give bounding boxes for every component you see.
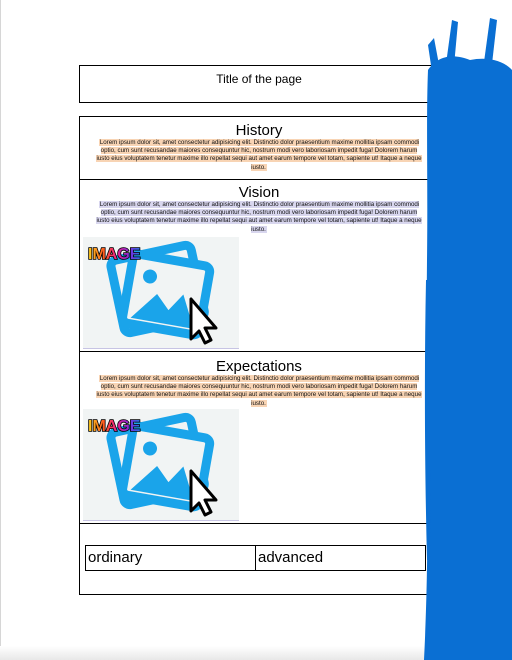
page-title-box: Title of the page: [79, 65, 439, 103]
section-history: History Lorem ipsum dolor sit, amet cons…: [80, 122, 438, 172]
page-edge: [0, 0, 1, 660]
tab-advanced[interactable]: advanced: [255, 546, 425, 570]
expectations-image: IMAGE: [83, 409, 239, 521]
section-body-history: Lorem ipsum dolor sit, amet consectetur …: [96, 139, 422, 171]
image-badge: IMAGE: [88, 418, 141, 435]
section-heading-history: History: [235, 122, 283, 139]
vision-image: IMAGE: [83, 237, 239, 349]
content-container: History Lorem ipsum dolor sit, amet cons…: [79, 116, 439, 595]
section-body-expectations: Lorem ipsum dolor sit, amet consectetur …: [96, 375, 422, 407]
section-heading-expectations: Expectations: [216, 358, 302, 375]
section-vision: Vision Lorem ipsum dolor sit, amet conse…: [80, 179, 438, 351]
section-expectations: Expectations Lorem ipsum dolor sit, amet…: [80, 351, 438, 523]
section-body-vision: Lorem ipsum dolor sit, amet consectetur …: [96, 201, 422, 233]
image-badge: IMAGE: [88, 246, 141, 263]
section-tabs: [80, 523, 438, 594]
page-bottom-shadow: [0, 646, 430, 660]
tab-ordinary[interactable]: ordinary: [88, 549, 143, 566]
section-heading-vision: Vision: [238, 184, 280, 201]
image-placeholder-icon: IMAGE: [87, 412, 218, 517]
image-placeholder-icon: IMAGE: [87, 240, 218, 345]
page-title: Title of the page: [216, 72, 302, 86]
tabs-table: ordinary advanced: [85, 545, 426, 571]
